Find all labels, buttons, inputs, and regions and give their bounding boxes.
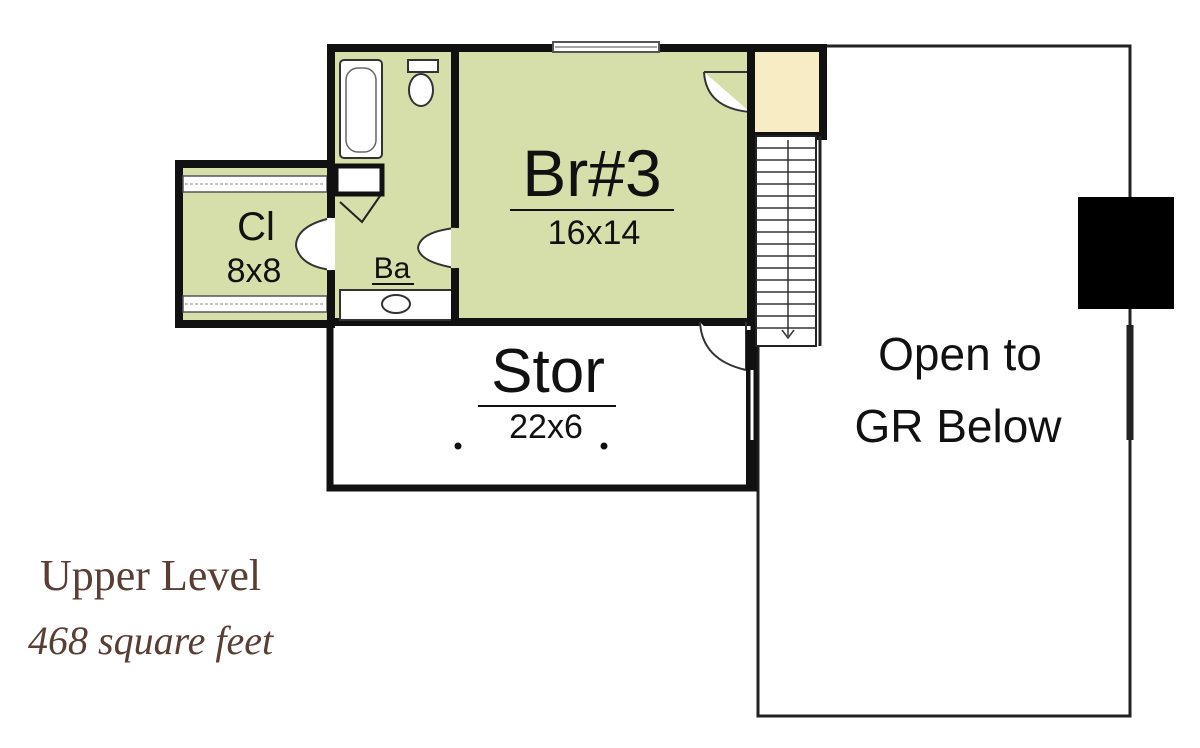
storage-size: 22x6 [509,408,583,446]
open-area-line-1: Open to [878,328,1042,380]
toilet [407,59,439,73]
stair-landing [747,44,827,140]
bedroom-size: 16x14 [548,214,641,252]
bedroom-name: Br#3 [522,136,661,210]
bedroom-3 [416,41,755,371]
storage-name: Stor [491,337,605,406]
bath-room [294,44,459,326]
closet-name: Cl [237,205,275,249]
linen-closet [333,163,385,197]
open-area-line-2: GR Below [854,400,1062,452]
closet-size: 8x8 [227,252,282,290]
level-area: 468 square feet [28,618,274,663]
chimney-block [1078,197,1174,309]
level-title: Upper Level [40,551,261,600]
stairs [755,135,822,347]
bath-name: Ba [374,252,411,285]
